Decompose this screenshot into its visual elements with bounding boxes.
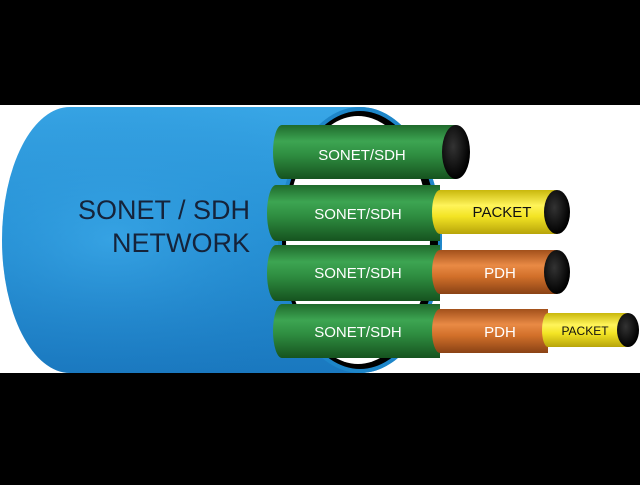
tube-2 bbox=[267, 185, 570, 241]
tube-3-end-cap bbox=[544, 250, 570, 294]
tube-2-outer-label: SONET/SDH bbox=[314, 206, 402, 223]
tube-2-middle-label: PACKET bbox=[473, 204, 532, 221]
tube-4-outer-label: SONET/SDH bbox=[314, 324, 402, 341]
tube-3-green bbox=[267, 245, 440, 301]
network-title-line2: NETWORK bbox=[112, 228, 250, 258]
tube-4-end-cap bbox=[617, 313, 639, 347]
tube-4-inner-label: PACKET bbox=[561, 324, 609, 338]
tube-3-outer-label: SONET/SDH bbox=[314, 265, 402, 282]
tube-1-outer-label: SONET/SDH bbox=[318, 147, 406, 164]
tube-1-end-cap bbox=[442, 125, 470, 179]
tube-4-middle-label: PDH bbox=[484, 324, 516, 341]
tube-2-end-cap bbox=[544, 190, 570, 234]
tube-3 bbox=[267, 245, 570, 301]
tube-1 bbox=[273, 125, 470, 179]
tube-1-green bbox=[273, 125, 456, 179]
tube-4-orange bbox=[432, 309, 548, 353]
tube-2-green bbox=[267, 185, 440, 241]
tube-4-yellow bbox=[542, 313, 628, 347]
network-title-line1: SONET / SDH bbox=[78, 195, 250, 225]
tube-4 bbox=[273, 304, 639, 358]
tube-4-green bbox=[273, 304, 440, 358]
tube-3-middle-label: PDH bbox=[484, 265, 516, 282]
tube-2-yellow bbox=[432, 190, 557, 234]
tube-3-orange bbox=[432, 250, 557, 294]
